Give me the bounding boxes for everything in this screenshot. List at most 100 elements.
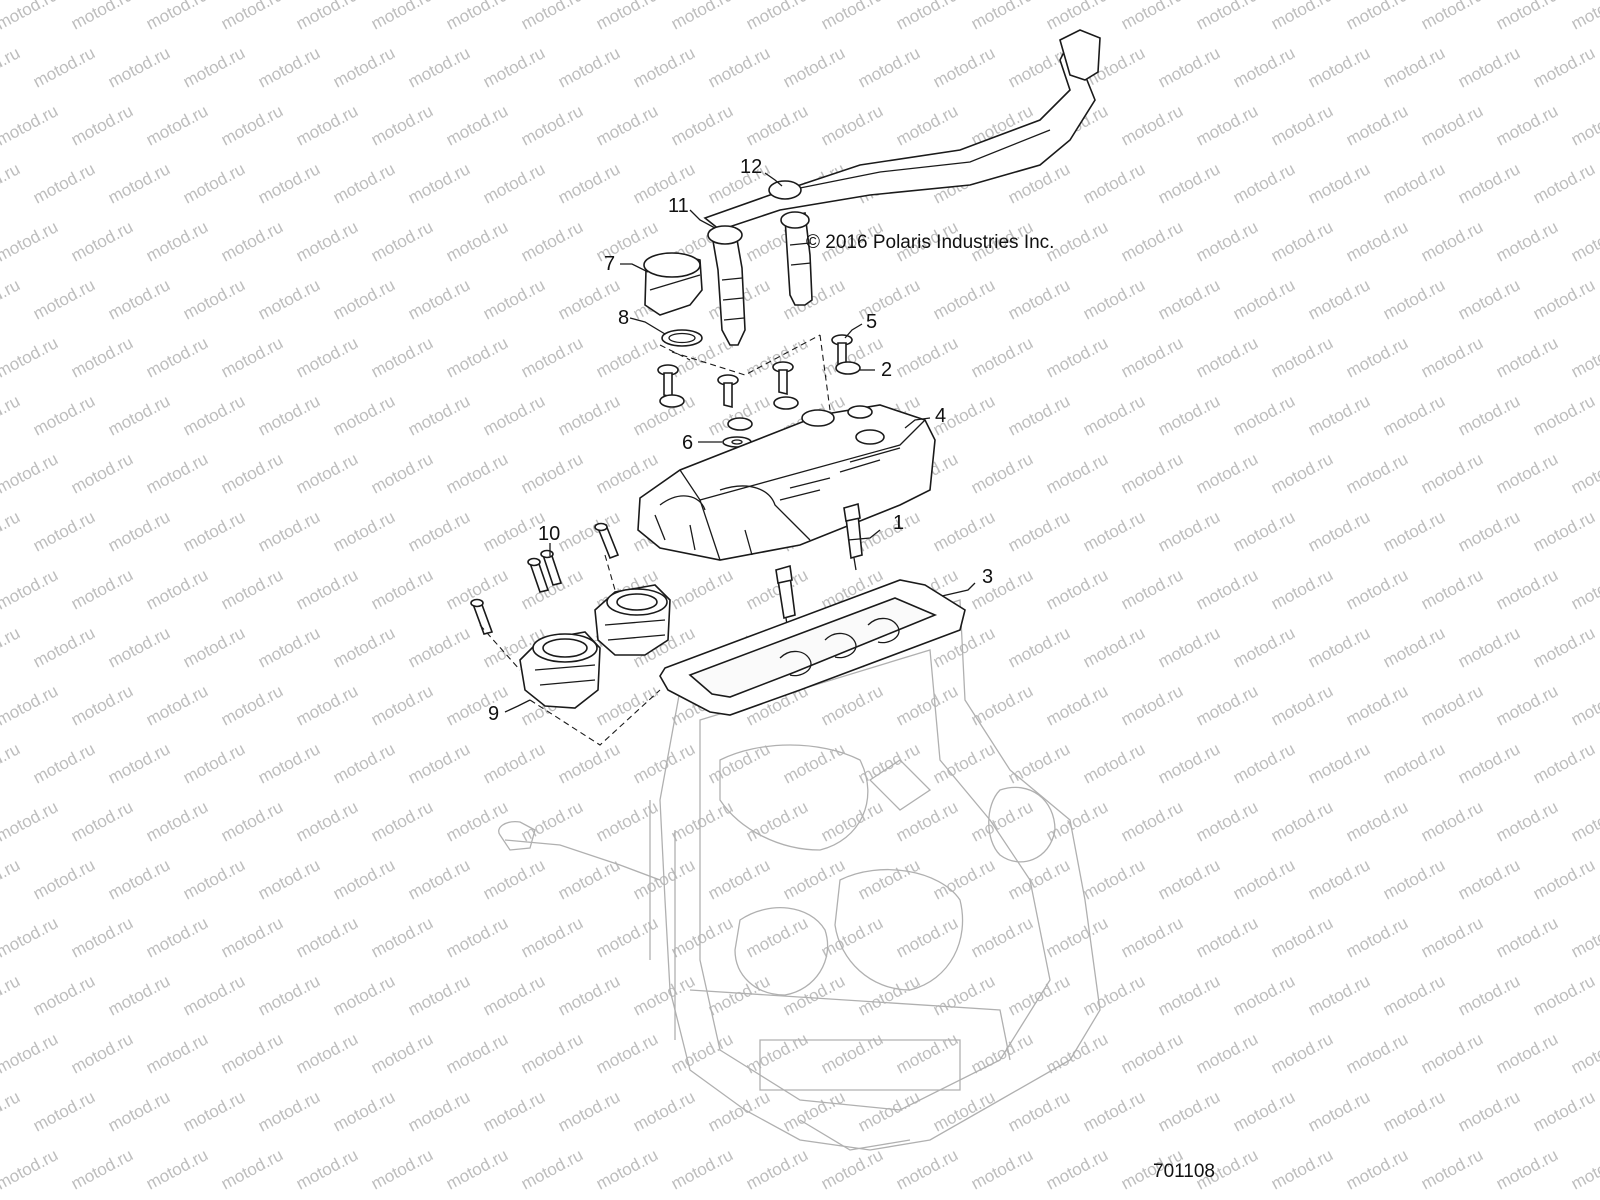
watermark-text: motod.ru (518, 101, 586, 149)
callout-labels: 1 2 3 4 5 6 7 8 9 10 11 12 (488, 156, 993, 725)
watermark-text: motod.ru (1305, 159, 1373, 207)
callout-12[interactable]: 12 (740, 156, 762, 178)
watermark-text: motod.ru (1043, 681, 1111, 729)
watermark-text: motod.ru (593, 913, 661, 961)
watermark-text: motod.ru (1568, 1145, 1600, 1193)
callout-10[interactable]: 10 (538, 523, 560, 545)
oil-fill-cap[interactable] (643, 252, 703, 316)
watermark-text: motod.ru (1418, 1029, 1486, 1077)
callout-9[interactable]: 9 (488, 703, 499, 725)
watermark-text: motod.ru (405, 855, 473, 903)
watermark-text: motod.ru (405, 739, 473, 787)
watermark-text: motod.ru (1380, 275, 1448, 323)
watermark-text: motod.ru (668, 1145, 736, 1193)
ignition-coil-left[interactable] (707, 225, 746, 346)
watermark-text: motod.ru (368, 913, 436, 961)
valve-cover[interactable] (637, 404, 936, 561)
watermark-text: motod.ru (0, 1145, 61, 1193)
watermark-text: motod.ru (1155, 159, 1223, 207)
watermark-text: motod.ru (330, 43, 398, 91)
alignment-lines-intake (479, 554, 661, 746)
watermark-text: motod.ru (1343, 0, 1411, 34)
watermark-text: motod.ru (180, 739, 248, 787)
watermark-text: motod.ru (1343, 797, 1411, 845)
watermark-text: motod.ru (518, 1029, 586, 1077)
watermark-text: motod.ru (1005, 275, 1073, 323)
watermark-text: motod.ru (255, 971, 323, 1019)
intake-boot-right[interactable] (594, 584, 671, 656)
callout-7[interactable]: 7 (604, 253, 615, 275)
watermark-text: motod.ru (668, 797, 736, 845)
watermark-text: motod.ru (518, 449, 586, 497)
watermark-text: motod.ru (1455, 971, 1523, 1019)
watermark-text: motod.ru (1343, 565, 1411, 613)
watermark-text: motod.ru (180, 159, 248, 207)
callout-11[interactable]: 11 (668, 195, 689, 217)
watermark-text: motod.ru (1155, 1087, 1223, 1135)
callout-1[interactable]: 1 (893, 512, 904, 534)
watermark-text: motod.ru (1230, 1087, 1298, 1135)
watermark-text: motod.ru (143, 0, 211, 34)
watermark-text: motod.ru (1568, 797, 1600, 845)
callout-6[interactable]: 6 (682, 432, 693, 454)
watermark-text: motod.ru (818, 913, 886, 961)
watermark-text: motod.ru (1118, 1029, 1186, 1077)
watermark-text: motod.ru (1155, 739, 1223, 787)
watermark-text: motod.ru (1305, 391, 1373, 439)
callout-5[interactable]: 5 (866, 311, 877, 333)
callout-3[interactable]: 3 (982, 566, 993, 588)
watermark-text: motod.ru (368, 1029, 436, 1077)
watermark-text: motod.ru (1080, 275, 1148, 323)
watermark-text: motod.ru (855, 43, 923, 91)
intake-bolts[interactable] (470, 522, 620, 635)
watermark-text: motod.ru (1418, 333, 1486, 381)
watermark-text: motod.ru (30, 391, 98, 439)
callout-8[interactable]: 8 (618, 307, 629, 329)
watermark-text: motod.ru (1305, 623, 1373, 671)
watermark-text: motod.ru (255, 855, 323, 903)
watermark-text: motod.ru (480, 275, 548, 323)
watermark-text: motod.ru (1268, 797, 1336, 845)
watermark-text: motod.ru (30, 507, 98, 555)
watermark-text: motod.ru (1530, 507, 1598, 555)
watermark-text: motod.ru (1455, 159, 1523, 207)
valve-cover-gasket[interactable] (659, 579, 966, 716)
watermark-text: motod.ru (1268, 681, 1336, 729)
watermark-text: motod.ru (1005, 971, 1073, 1019)
ignition-harness[interactable] (703, 29, 1101, 231)
watermark-text: motod.ru (1230, 623, 1298, 671)
watermark-text: motod.ru (443, 333, 511, 381)
watermark-text: motod.ru (1043, 565, 1111, 613)
watermark-text: motod.ru (968, 0, 1036, 34)
watermark-text: motod.ru (1155, 391, 1223, 439)
spark-plug-rear[interactable] (843, 502, 863, 571)
watermark-text: motod.ru (443, 681, 511, 729)
watermark-text: motod.ru (1343, 101, 1411, 149)
callout-2[interactable]: 2 (881, 359, 892, 381)
cover-bolts[interactable] (657, 334, 853, 409)
watermark-text: motod.ru (180, 971, 248, 1019)
watermark-text: motod.ru (480, 1087, 548, 1135)
watermark-text: motod.ru (893, 913, 961, 961)
watermark-text: motod.ru (705, 971, 773, 1019)
callout-4[interactable]: 4 (935, 405, 946, 427)
watermark-text: motod.ru (1455, 43, 1523, 91)
watermark-text: motod.ru (1493, 913, 1561, 961)
watermark-text: motod.ru (0, 681, 61, 729)
watermark-text: motod.ru (1268, 101, 1336, 149)
watermark-text: motod.ru (668, 913, 736, 961)
ignition-coil-right[interactable] (780, 211, 813, 306)
watermark-text: motod.ru (293, 101, 361, 149)
watermark-text: motod.ru (968, 681, 1036, 729)
o-ring[interactable] (661, 329, 703, 347)
intake-boot-left[interactable] (519, 631, 601, 709)
grommets[interactable] (659, 361, 861, 431)
watermark-text: motod.ru (893, 333, 961, 381)
watermark-text: motod.ru (1043, 0, 1111, 34)
watermark-text: motod.ru (1155, 623, 1223, 671)
watermark-text: motod.ru (1005, 507, 1073, 555)
watermark-text: motod.ru (743, 101, 811, 149)
watermark-text: motod.ru (1530, 275, 1598, 323)
watermark-text: motod.ru (1493, 449, 1561, 497)
watermark-text: motod.ru (368, 101, 436, 149)
